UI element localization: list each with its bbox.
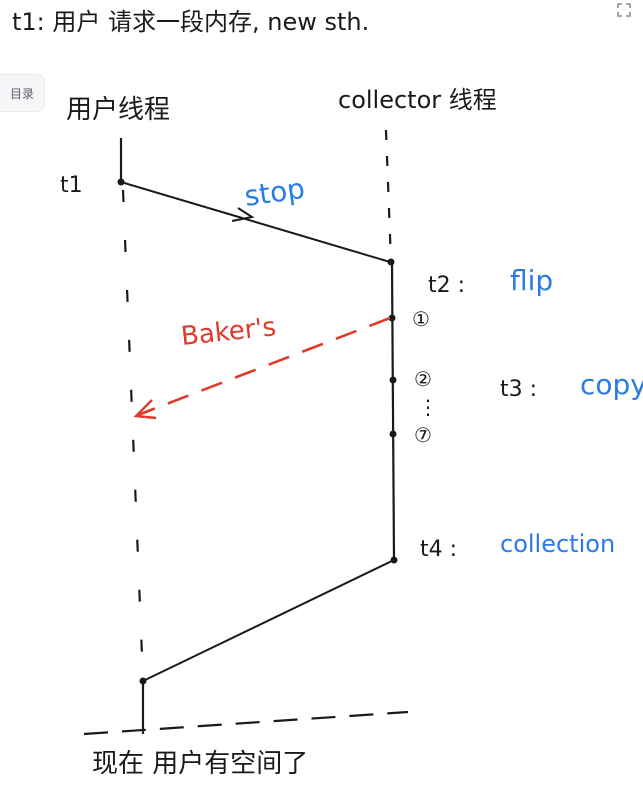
bakers-message-line — [137, 316, 391, 417]
copy-label: copy — [580, 368, 643, 401]
step-1-label: ① — [412, 307, 430, 331]
bakers-arrowhead — [133, 399, 157, 420]
expand-button[interactable] — [611, 0, 637, 24]
user-thread-label: 用户线程 — [66, 95, 170, 125]
flip-label: flip — [510, 264, 553, 297]
t3-label: t3 : — [500, 377, 537, 402]
collector-lifeline-dashed — [384, 129, 393, 263]
t4-label: t4 : — [420, 537, 457, 562]
footer-label: 现在 用户有空间了 — [92, 749, 308, 779]
t2-label: t2 : — [428, 273, 465, 298]
step-1-point — [388, 314, 396, 322]
toc-label: 目录 — [9, 86, 34, 101]
t2-point — [387, 258, 395, 266]
step-2-point — [389, 376, 397, 384]
step-dots: ⋮ — [418, 395, 438, 419]
step-7-point — [389, 430, 397, 438]
stop-arrowhead — [231, 207, 255, 222]
bakers-label: Baker's — [180, 312, 278, 352]
step-7-label: ⑦ — [414, 423, 432, 447]
return-point — [139, 677, 147, 685]
expand-icon — [615, 1, 633, 23]
stop-message-line — [120, 181, 391, 263]
user-thread-lifeline — [121, 189, 145, 681]
collector-lifeline-active — [390, 262, 396, 561]
collector-thread-label: collector 线程 — [338, 86, 497, 114]
collection-label: collection — [500, 530, 615, 558]
header-title: t1: 用户 请求一段内存, new sth. — [12, 8, 369, 36]
toc-button[interactable]: 目录 — [0, 74, 45, 112]
stop-label: stop — [242, 172, 306, 213]
return-message-line — [142, 559, 395, 682]
bottom-dashed-line — [83, 710, 409, 736]
t1-label: t1 — [60, 173, 83, 198]
step-2-label: ② — [414, 367, 432, 391]
